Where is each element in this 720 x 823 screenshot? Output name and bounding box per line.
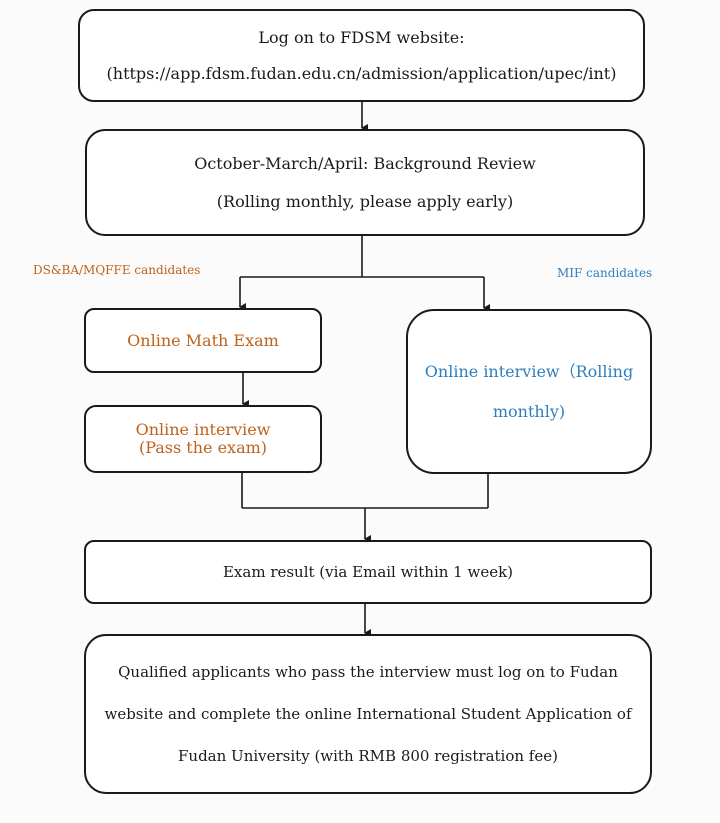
online-interview-left-box: Online interview (Pass the exam) <box>84 405 322 473</box>
step-login-text: Log on to FDSM website: <box>258 27 465 47</box>
final-application-line3: Fudan University (with RMB 800 registrat… <box>178 747 558 765</box>
online-interview-left-note: (Pass the exam) <box>138 438 268 457</box>
online-interview-left-title: Online interview <box>135 420 271 439</box>
exam-result-text: Exam result (via Email within 1 week) <box>222 563 514 581</box>
online-math-exam-text: Online Math Exam <box>127 331 279 350</box>
background-review-note: (Rolling monthly, please apply early) <box>216 191 514 211</box>
online-interview-right-line2: monthly) <box>492 401 566 421</box>
step-login-box: Log on to FDSM website: (https://app.fds… <box>78 9 645 102</box>
exam-result-box: Exam result (via Email within 1 week) <box>84 540 652 604</box>
branch-label-mif: MIF candidates <box>557 266 653 280</box>
final-application-line2: website and complete the online Internat… <box>104 705 632 723</box>
branch-label-dsba-mqffe: DS&BA/MQFFE candidates <box>33 263 201 277</box>
step-background-review-box: October-March/April: Background Review (… <box>85 129 645 236</box>
background-review-title: October-March/April: Background Review <box>194 153 536 173</box>
final-application-line1: Qualified applicants who pass the interv… <box>118 663 618 681</box>
step-login-url: (https://app.fdsm.fudan.edu.cn/admission… <box>106 63 617 83</box>
online-math-exam-box: Online Math Exam <box>84 308 322 373</box>
online-interview-right-line1: Online interview（Rolling <box>424 361 634 381</box>
final-application-box: Qualified applicants who pass the interv… <box>84 634 652 794</box>
online-interview-right-box: Online interview（Rolling monthly) <box>406 309 652 474</box>
